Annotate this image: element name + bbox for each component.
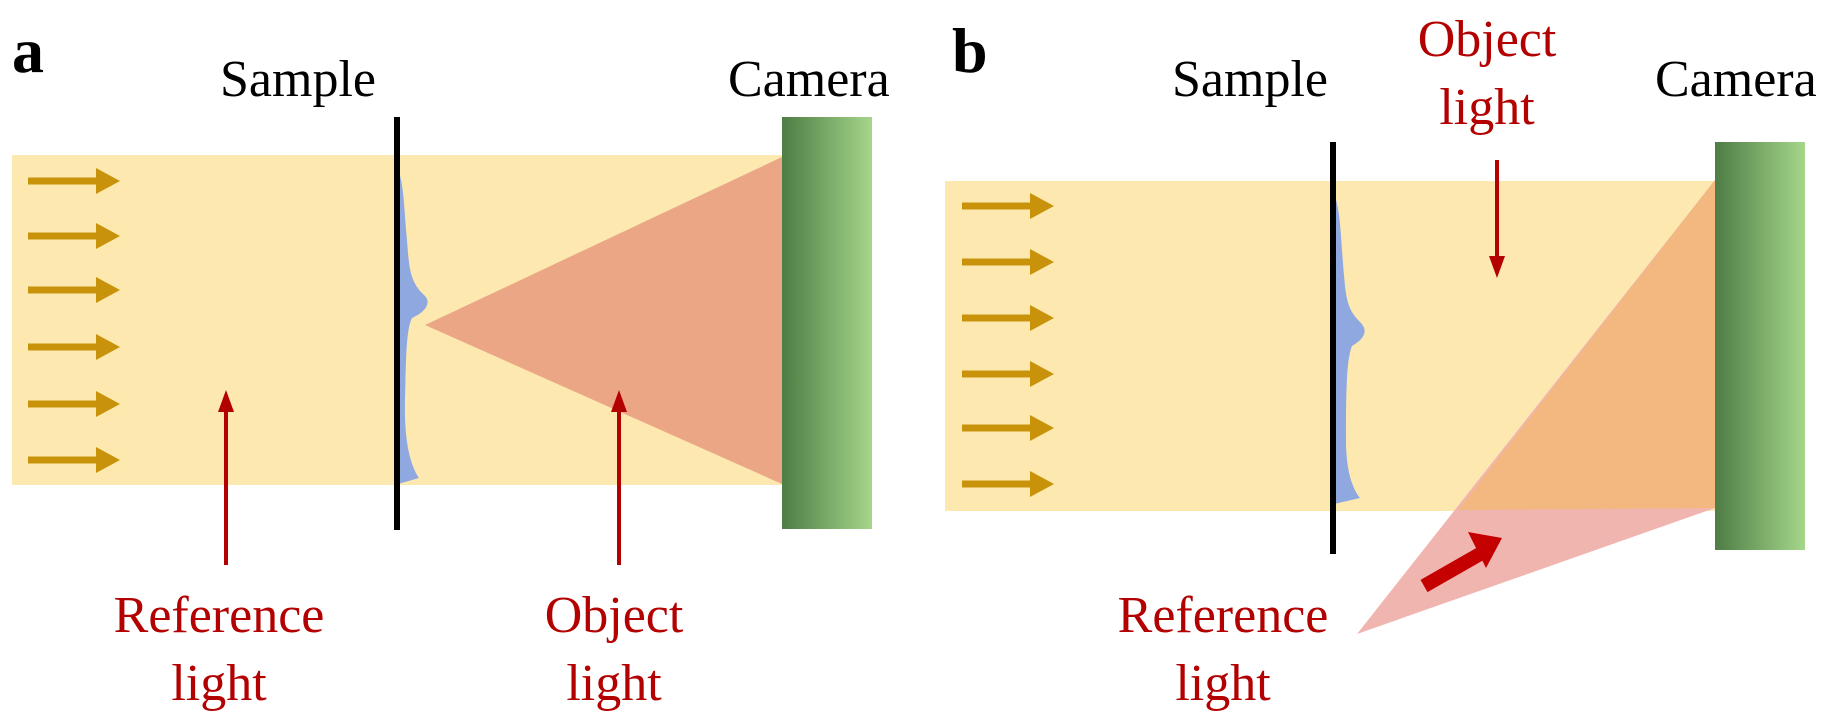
panel-b-sample-label: Sample — [1172, 51, 1328, 108]
panel-b: b Sample Camera Object light — [945, 11, 1817, 712]
panel-b-sample-slide — [1330, 142, 1336, 554]
panel-a: a Sample Camera Refere — [12, 15, 890, 712]
gold-right-arrow-icon — [962, 193, 1054, 219]
panel-a-reference-label-line1: Reference — [114, 587, 325, 644]
panel-a-object-light-cone — [425, 157, 782, 484]
panel-a-sample-label: Sample — [220, 51, 376, 108]
gold-right-arrow-icon — [28, 334, 120, 360]
panel-b-reference-label-line1: Reference — [1118, 587, 1329, 644]
panel-b-sample-specimen — [1334, 194, 1365, 504]
panel-a-sample-slide — [394, 117, 400, 530]
gold-right-arrow-icon — [28, 391, 120, 417]
panel-a-camera-label: Camera — [728, 51, 890, 108]
panel-a-incident-arrows — [28, 168, 120, 473]
panel-a-object-label-line1: Object — [545, 587, 684, 644]
gold-right-arrow-icon — [962, 361, 1054, 387]
panel-a-letter: a — [12, 15, 44, 86]
gold-right-arrow-icon — [962, 415, 1054, 441]
gold-right-arrow-icon — [28, 447, 120, 473]
panel-b-object-label-line1: Object — [1418, 11, 1557, 68]
gold-right-arrow-icon — [962, 471, 1054, 497]
panel-b-reference-light-cone — [1357, 180, 1715, 634]
red-thin-arrow-icon — [1489, 160, 1505, 278]
gold-right-arrow-icon — [28, 277, 120, 303]
panel-a-sample-specimen — [397, 168, 428, 484]
red-thick-arrow-icon — [1420, 532, 1502, 593]
panel-b-reference-label-line2: light — [1175, 655, 1271, 712]
panel-b-letter: b — [952, 15, 988, 86]
gold-right-arrow-icon — [28, 223, 120, 249]
panel-b-camera — [1715, 142, 1805, 550]
gold-right-arrow-icon — [28, 168, 120, 194]
panel-b-object-label-line2: light — [1439, 79, 1535, 136]
gold-right-arrow-icon — [962, 305, 1054, 331]
panel-b-overlap-region — [1458, 180, 1715, 510]
panel-a-object-label-line2: light — [566, 655, 662, 712]
panel-b-camera-label: Camera — [1655, 51, 1817, 108]
gold-right-arrow-icon — [962, 249, 1054, 275]
red-thin-arrow-icon — [611, 390, 627, 565]
red-thin-arrow-icon — [218, 390, 234, 565]
panel-a-camera — [782, 117, 872, 529]
panel-b-incident-arrows — [962, 193, 1054, 497]
panel-a-reference-label-line2: light — [171, 655, 267, 712]
